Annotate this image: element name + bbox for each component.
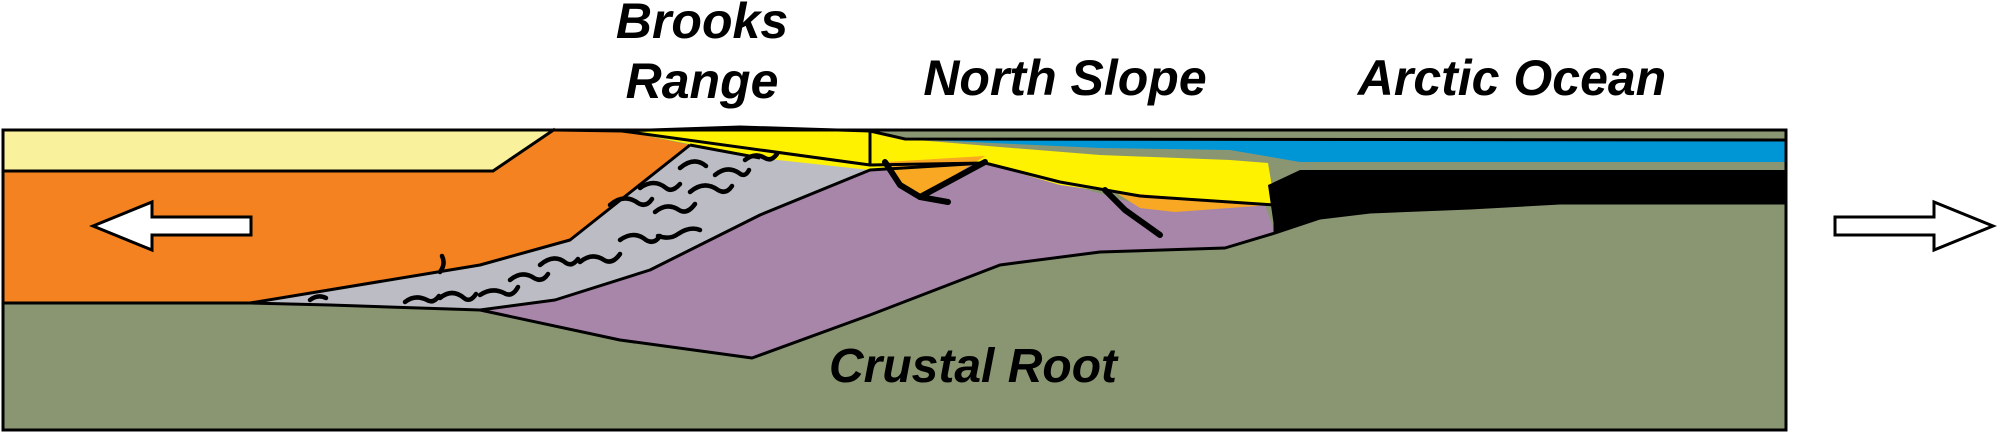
brooks-range-label-line2: Range [626, 53, 779, 109]
purple-thrust-block [480, 163, 1275, 358]
north-slope-label: North Slope [923, 50, 1206, 106]
pale-yellow-top-layer [3, 130, 555, 171]
left-extension-arrow-icon [89, 199, 253, 253]
thrust-faults [882, 159, 1163, 238]
brooks-range-label-line1: Brooks [616, 0, 788, 49]
crustal-root-label: Crustal Root [829, 340, 1119, 393]
black-marine-sediment [1268, 170, 1786, 233]
yellow-foreland-layer [622, 127, 1275, 205]
cross-section-frame [1, 128, 1788, 432]
deformation-fold-marks [307, 151, 780, 305]
right-extension-arrow-icon [1833, 199, 1997, 253]
arctic-ocean-label: Arctic Ocean [1356, 50, 1666, 106]
arctic-ocean-water [905, 139, 1786, 162]
